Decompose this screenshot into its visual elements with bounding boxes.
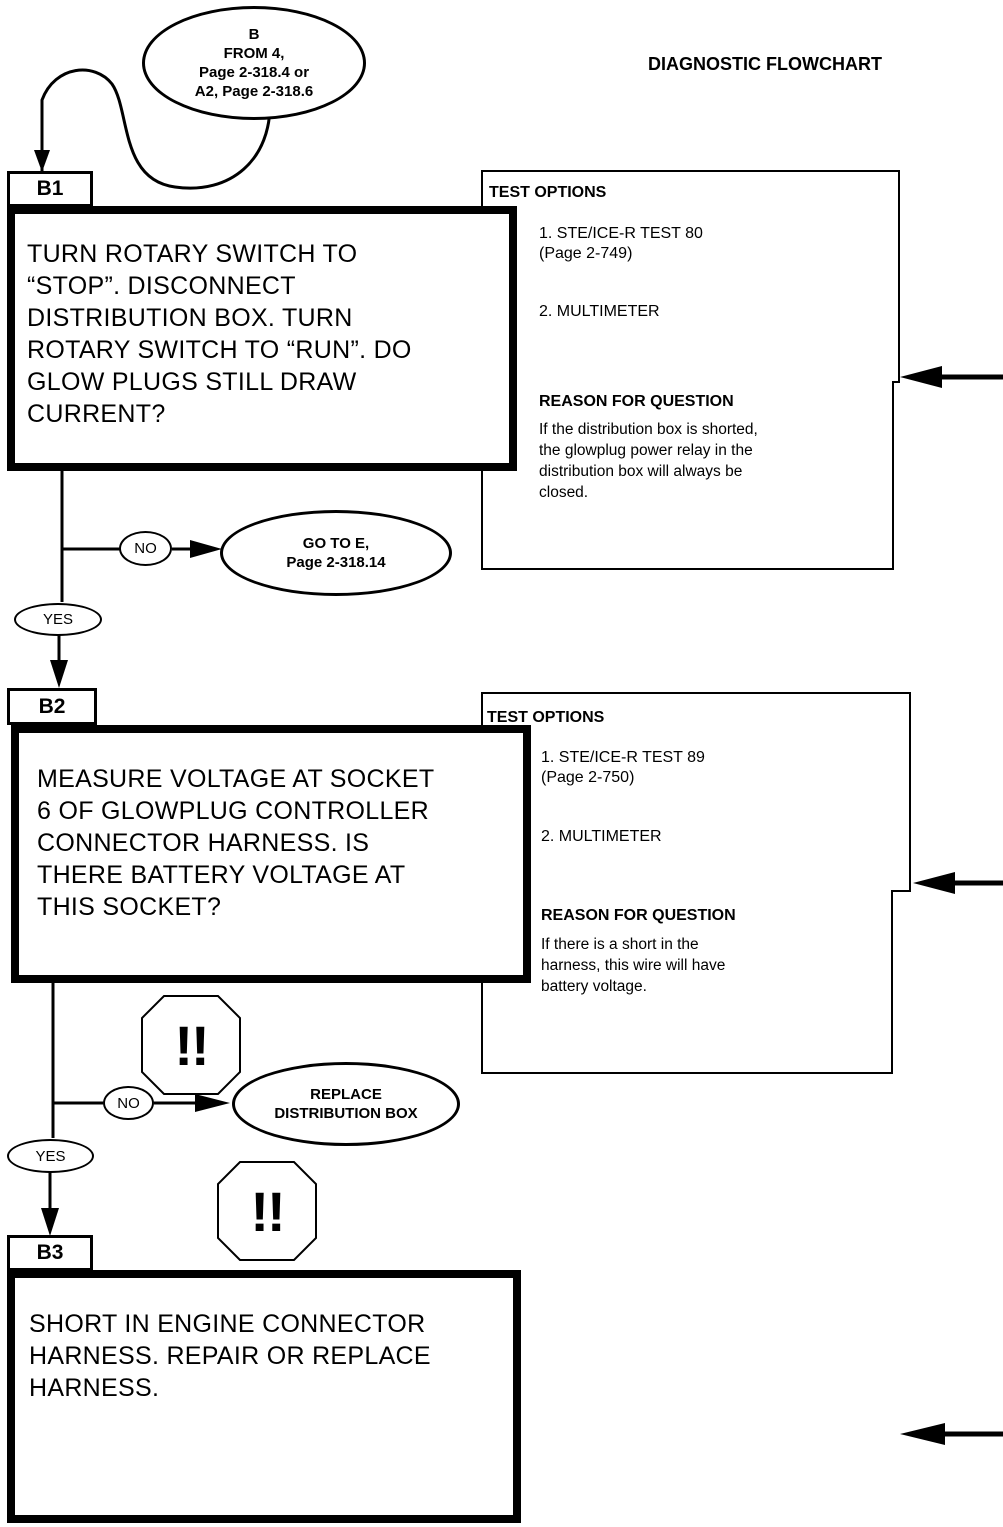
b2-yes-arrowhead — [41, 1208, 59, 1236]
test-options-heading-b2: TEST OPTIONS — [487, 709, 605, 726]
right-arrow-1-head — [900, 366, 942, 388]
test-options-box-b2: TEST OPTIONS 1. STE/ICE-R TEST 89 (Page … — [481, 692, 911, 892]
test-options-heading-b1: TEST OPTIONS — [489, 184, 607, 201]
start-connector-oval[interactable]: B FROM 4, Page 2-318.4 or A2, Page 2-318… — [142, 6, 366, 120]
warning-octagon-b2 — [141, 995, 241, 1095]
b1-no-arrowhead — [190, 540, 222, 558]
step-label-b1: B1 — [7, 171, 93, 207]
go-to-e-oval[interactable]: GO TO E, Page 2-318.14 — [220, 510, 452, 596]
reason-box-b2: REASON FOR QUESTION If there is a short … — [481, 890, 893, 1074]
test-option-b1-1: 1. STE/ICE-R TEST 80 (Page 2-749) — [539, 225, 703, 262]
replace-distribution-box-text: REPLACE DISTRIBUTION BOX — [274, 1086, 418, 1122]
page-title: DIAGNOSTIC FLOWCHART — [648, 54, 882, 74]
reason-text-b1: If the distribution box is shorted, the … — [539, 421, 758, 501]
yes-branch-b1: YES — [14, 603, 102, 636]
no-branch-b2: NO — [103, 1086, 154, 1120]
start-loop-line — [40, 68, 272, 190]
test-option-b1-2: 2. MULTIMETER — [539, 303, 660, 320]
yes-branch-b2: YES — [7, 1139, 94, 1173]
go-to-e-text: GO TO E, Page 2-318.14 — [286, 535, 386, 571]
test-option-b2-2: 2. MULTIMETER — [541, 828, 662, 845]
step-label-b3: B3 — [7, 1235, 93, 1271]
question-box-b1: TURN ROTARY SWITCH TO “STOP”. DISCONNECT… — [7, 206, 517, 471]
reason-heading-b1: REASON FOR QUESTION — [539, 393, 734, 410]
warning-octagon-b3 — [217, 1161, 317, 1261]
right-arrow-2-head — [913, 872, 955, 894]
start-connector-text: B FROM 4, Page 2-318.4 or A2, Page 2-318… — [194, 26, 314, 100]
test-options-box-b1: TEST OPTIONS 1. STE/ICE-R TEST 80 (Page … — [481, 170, 900, 383]
step-label-b2: B2 — [7, 688, 97, 725]
b1-yes-arrowhead — [50, 660, 68, 688]
result-box-b3: SHORT IN ENGINE CONNECTOR HARNESS. REPAI… — [7, 1270, 521, 1523]
no-branch-b1: NO — [119, 531, 172, 566]
reason-heading-b2: REASON FOR QUESTION — [541, 907, 736, 924]
replace-distribution-box-oval[interactable]: REPLACE DISTRIBUTION BOX — [232, 1062, 460, 1146]
reason-box-b1: REASON FOR QUESTION If the distribution … — [481, 381, 894, 570]
start-loop-arrowhead — [34, 150, 50, 172]
warning-icon-b3: !! — [250, 1179, 285, 1243]
question-text-b1: TURN ROTARY SWITCH TO “STOP”. DISCONNECT… — [27, 240, 412, 428]
reason-text-b2: If there is a short in the harness, this… — [541, 936, 726, 995]
result-text-b3: SHORT IN ENGINE CONNECTOR HARNESS. REPAI… — [29, 1310, 431, 1402]
question-text-b2: MEASURE VOLTAGE AT SOCKET 6 OF GLOWPLUG … — [37, 765, 435, 921]
warning-icon-b2: !! — [174, 1013, 209, 1077]
b2-no-arrowhead — [195, 1094, 230, 1112]
right-arrow-3-head — [900, 1423, 945, 1445]
question-box-b2: MEASURE VOLTAGE AT SOCKET 6 OF GLOWPLUG … — [11, 725, 531, 983]
test-option-b2-1: 1. STE/ICE-R TEST 89 (Page 2-750) — [541, 749, 705, 786]
